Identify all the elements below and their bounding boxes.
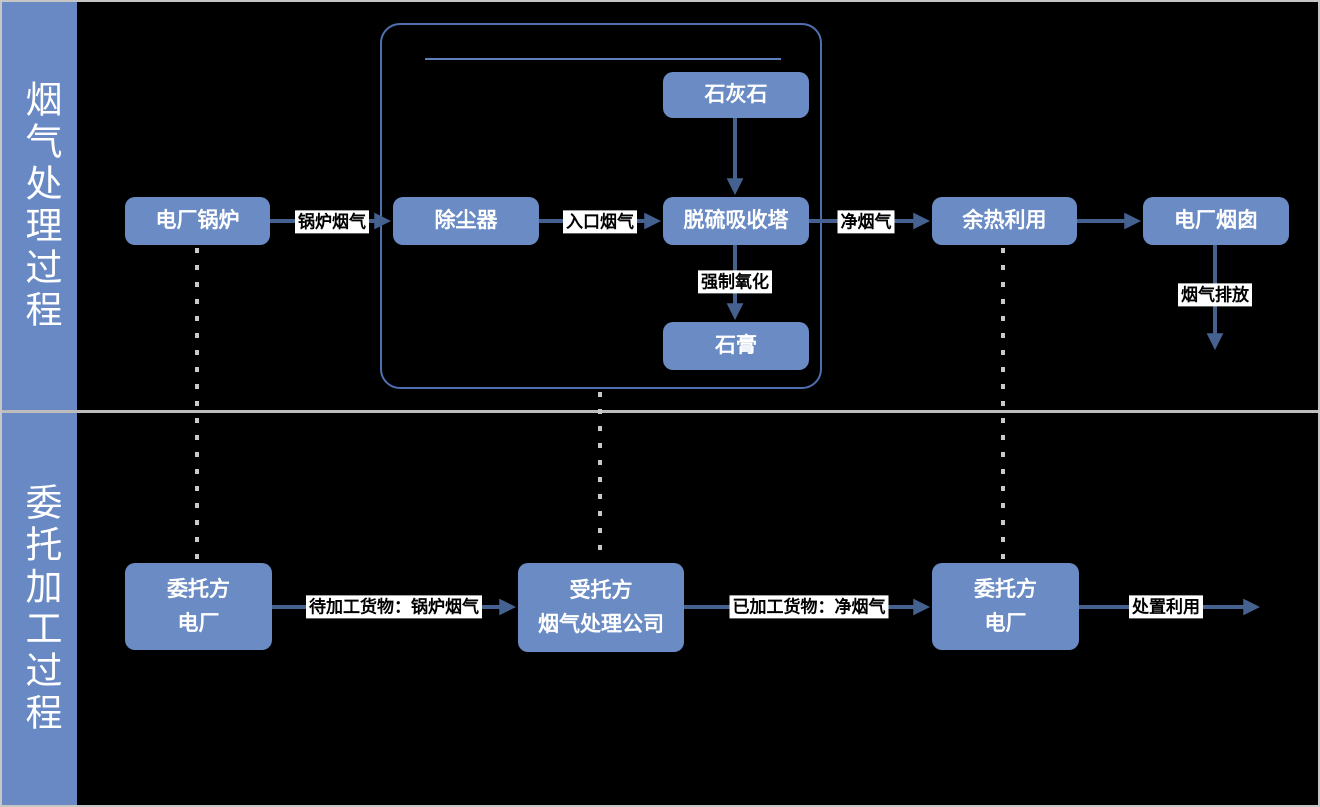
node-gypsum: 石膏 bbox=[663, 322, 809, 370]
node-label-line1: 委托方 bbox=[974, 577, 1037, 601]
edge-label-disposal-use: 处置利用 bbox=[1129, 595, 1203, 619]
node-power-plant-chimney: 电厂烟囱 bbox=[1143, 197, 1289, 245]
edge-label-forced-oxidation: 强制氧化 bbox=[698, 270, 772, 294]
edge-label-goods-to-process: 待加工货物：锅炉烟气 bbox=[306, 595, 482, 619]
node-limestone: 石灰石 bbox=[663, 72, 809, 118]
edge-label-goods-processed: 已加工货物：净烟气 bbox=[729, 595, 889, 619]
node-label: 脱硫吸收塔 bbox=[683, 209, 789, 233]
node-dust-remover: 除尘器 bbox=[393, 197, 539, 245]
edge-label-inlet-gas: 入口烟气 bbox=[563, 210, 637, 234]
node-consignor-power-plant-left: 委托方 电厂 bbox=[125, 563, 272, 650]
node-label-line2: 电厂 bbox=[984, 611, 1027, 635]
node-label: 电厂锅炉 bbox=[155, 209, 240, 233]
node-label: 电厂烟囱 bbox=[1174, 209, 1258, 233]
section-label-flue-gas-process: 烟气处理过程 bbox=[19, 80, 60, 332]
node-trustee-gas-treatment-company: 受托方 烟气处理公司 bbox=[518, 563, 684, 652]
section-divider-line bbox=[2, 410, 1318, 413]
node-label-line2: 电厂 bbox=[177, 611, 220, 635]
node-label-line1: 委托方 bbox=[167, 577, 230, 601]
node-label-line2: 烟气处理公司 bbox=[538, 612, 664, 636]
section-label-consignment-process: 委托加工过程 bbox=[19, 483, 60, 735]
node-label: 除尘器 bbox=[434, 209, 498, 233]
edge-label-gas-discharge: 烟气排放 bbox=[1178, 283, 1252, 307]
node-label: 余热利用 bbox=[962, 209, 1047, 233]
edge-label-clean-gas: 净烟气 bbox=[837, 210, 895, 234]
node-label: 石膏 bbox=[715, 334, 757, 358]
container-title-underline bbox=[425, 58, 781, 60]
node-label-line1: 受托方 bbox=[569, 578, 633, 602]
edge-label-boiler-gas: 锅炉烟气 bbox=[295, 210, 369, 234]
section-band-consignment-process: 委托加工过程 bbox=[2, 413, 77, 805]
node-consignor-power-plant-right: 委托方 电厂 bbox=[932, 563, 1079, 650]
node-label: 石灰石 bbox=[704, 83, 768, 107]
section-band-flue-gas-process: 烟气处理过程 bbox=[2, 2, 77, 410]
node-desulfurization-absorber: 脱硫吸收塔 bbox=[663, 197, 809, 245]
node-waste-heat-utilization: 余热利用 bbox=[932, 197, 1077, 245]
desulfurization-group-container bbox=[380, 23, 822, 389]
node-power-plant-boiler: 电厂锅炉 bbox=[125, 197, 270, 245]
